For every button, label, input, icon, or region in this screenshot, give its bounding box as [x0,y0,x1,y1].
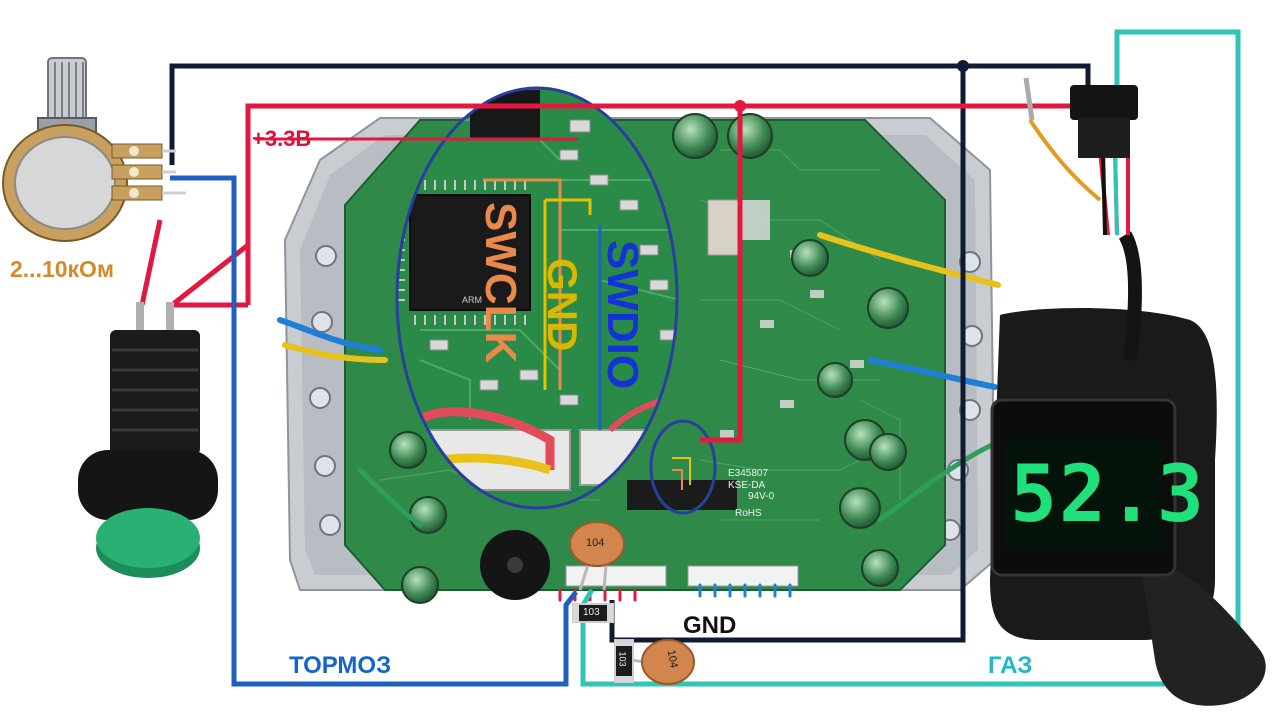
zoom-lens [395,86,679,510]
voltmeter-display: 52.3 [1010,450,1206,540]
pcb-marking-2: KSE-DA [728,480,766,491]
pcb-marking-4: RoHS [735,508,762,519]
cap-top-marking: 104 [586,537,605,549]
swclk-label: SWCLK [476,202,525,364]
chip-marking: ARM [462,295,482,305]
supply-3v3-label: +3.3В [252,126,312,151]
throttle-assembly [990,77,1266,706]
pcb-marking-3: 94V-0 [748,491,775,502]
header-highlight-ring [649,419,717,515]
swdio-label: SWDIO [598,240,647,390]
wiring [139,29,1241,687]
potentiometer [2,57,186,242]
gnd-bottom-label: GND [683,612,737,639]
push-button [78,302,218,578]
resistor-bottom-marking: 103 [617,651,628,667]
ceramic-capacitor-bottom [629,639,695,685]
resistor-bottom [614,639,634,683]
electrolytic-capacitors [389,113,909,604]
resistor-top-marking: 103 [583,607,600,618]
resistor-top [572,603,614,623]
pot-value-label: 2...10кОм [10,256,114,282]
ceramic-capacitor-top [569,521,625,591]
throttle-label: ГАЗ [988,652,1033,679]
external-phase-wires [277,232,1001,602]
pcb-marking-1: E345807 [728,468,769,479]
gnd-vertical-label: GND [539,258,586,352]
buzzer [480,530,550,600]
brake-label: ТОРМОЗ [289,652,392,679]
